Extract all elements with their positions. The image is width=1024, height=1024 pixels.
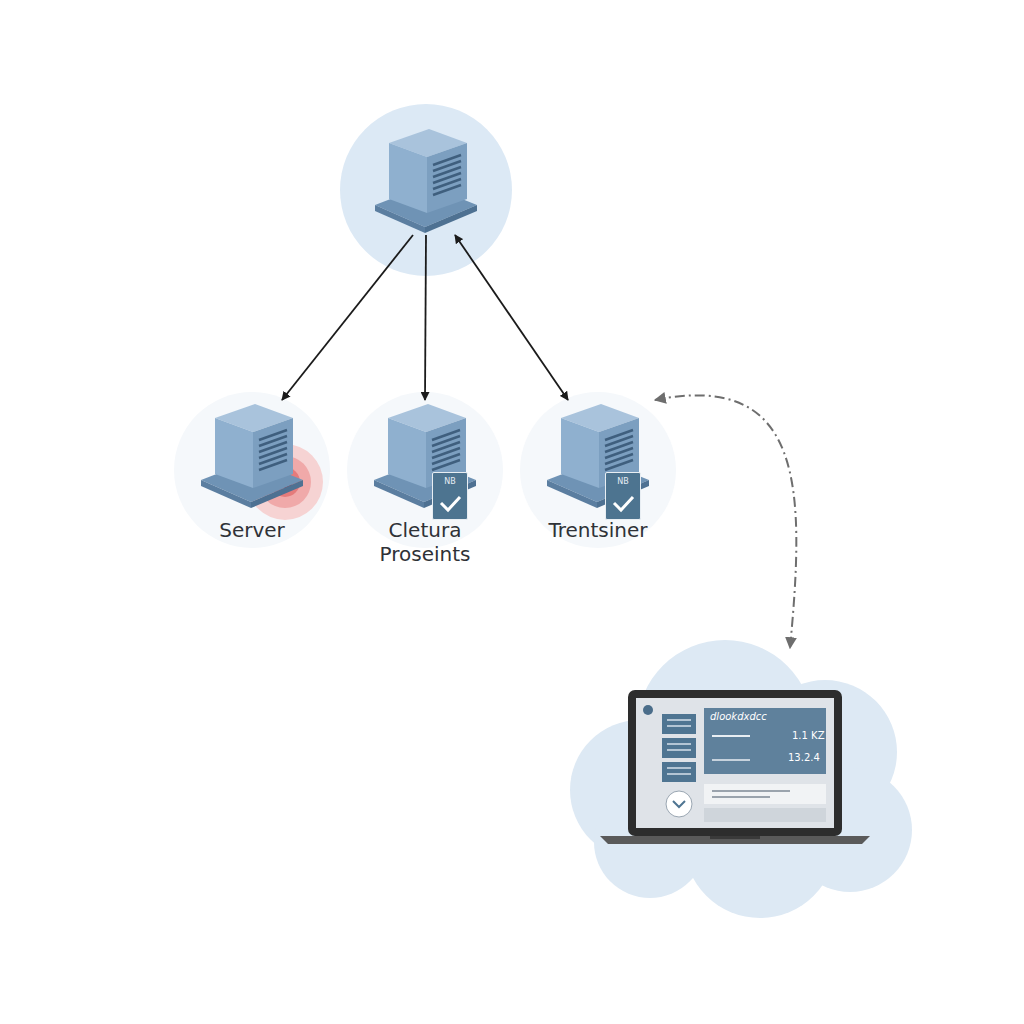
screen-text: dlookdxdcc xyxy=(710,711,767,723)
check-badge: NB xyxy=(605,472,641,520)
server-node: TrentsinerNB xyxy=(543,400,653,542)
node-label: Server xyxy=(177,518,327,542)
check-mark xyxy=(606,489,640,519)
node-label: Trentsiner xyxy=(523,518,673,542)
arrow-connector xyxy=(455,235,568,400)
server-node: Server xyxy=(197,400,307,542)
screen-text: 13.2.4 xyxy=(788,752,820,764)
server-node: Cletura ProseintsNB xyxy=(370,400,480,566)
node-label: Cletura Proseints xyxy=(350,518,500,566)
check-badge: NB xyxy=(432,472,468,520)
cloud-shape xyxy=(570,640,912,918)
arrow-connector xyxy=(425,235,426,400)
check-mark xyxy=(433,489,467,519)
screen-text: 1.1 KZ xyxy=(792,730,825,742)
badge-text: NB xyxy=(433,473,467,489)
server-node xyxy=(371,125,481,235)
server-icon xyxy=(371,125,481,235)
soft-halo xyxy=(520,392,676,548)
dashed-connector xyxy=(655,395,796,648)
soft-halo xyxy=(174,392,330,548)
badge-text: NB xyxy=(606,473,640,489)
laptop-node: dlookdxdcc 1.1 KZ 13.2.4 xyxy=(600,690,870,850)
server-icon xyxy=(197,400,307,510)
arrow-connector xyxy=(282,235,413,400)
